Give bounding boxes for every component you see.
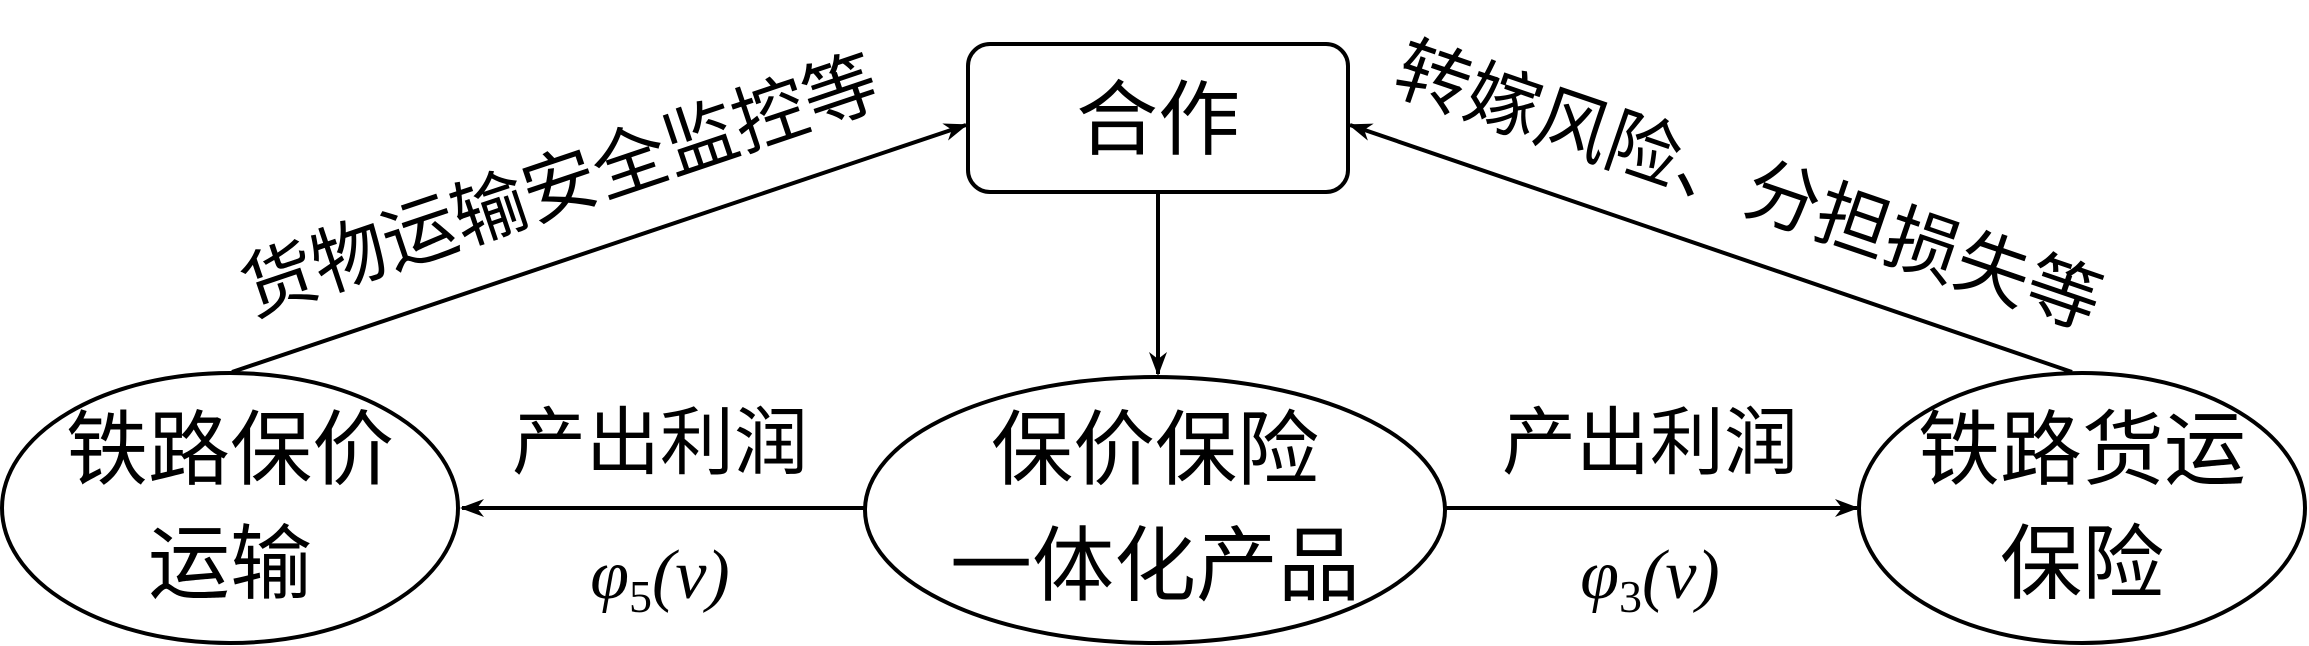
left-formula-argument: (v) (652, 537, 730, 614)
left-diagonal-label: 货物运输安全监控等 (231, 39, 890, 333)
railway-insurance-label-line1: 铁路货运 (1918, 403, 2246, 498)
right-formula: φ3(v) (1580, 537, 1719, 622)
cooperation-label: 合作 (1076, 73, 1240, 168)
railway-transport-label-line2: 运输 (148, 517, 312, 612)
railway-transport-node (0, 371, 460, 645)
right-profit-label: 产出利润 (1502, 400, 1798, 486)
right-formula-subscript: 3 (1619, 571, 1642, 622)
left-formula-symbol: φ (590, 537, 629, 614)
integrated-product-label-line1: 保价保险 (991, 403, 1319, 498)
right-diagonal-label: 转嫁风险、分担损失等 (1384, 26, 2112, 347)
left-formula: φ5(v) (590, 537, 729, 622)
integrated-product-label-line2: 一体化产品 (950, 519, 1360, 614)
right-formula-symbol: φ (1580, 537, 1619, 614)
left-profit-label: 产出利润 (512, 400, 808, 486)
railway-transport-label-line1: 铁路保价 (66, 403, 394, 498)
right-formula-argument: (v) (1642, 537, 1720, 614)
arrow-insurance-to-cooperation (1348, 123, 2073, 374)
arrow-transport-to-cooperation (231, 123, 968, 374)
railway-insurance-label-line2: 保险 (2000, 517, 2164, 612)
left-formula-subscript: 5 (629, 571, 652, 622)
railway-insurance-node (1857, 371, 2307, 645)
